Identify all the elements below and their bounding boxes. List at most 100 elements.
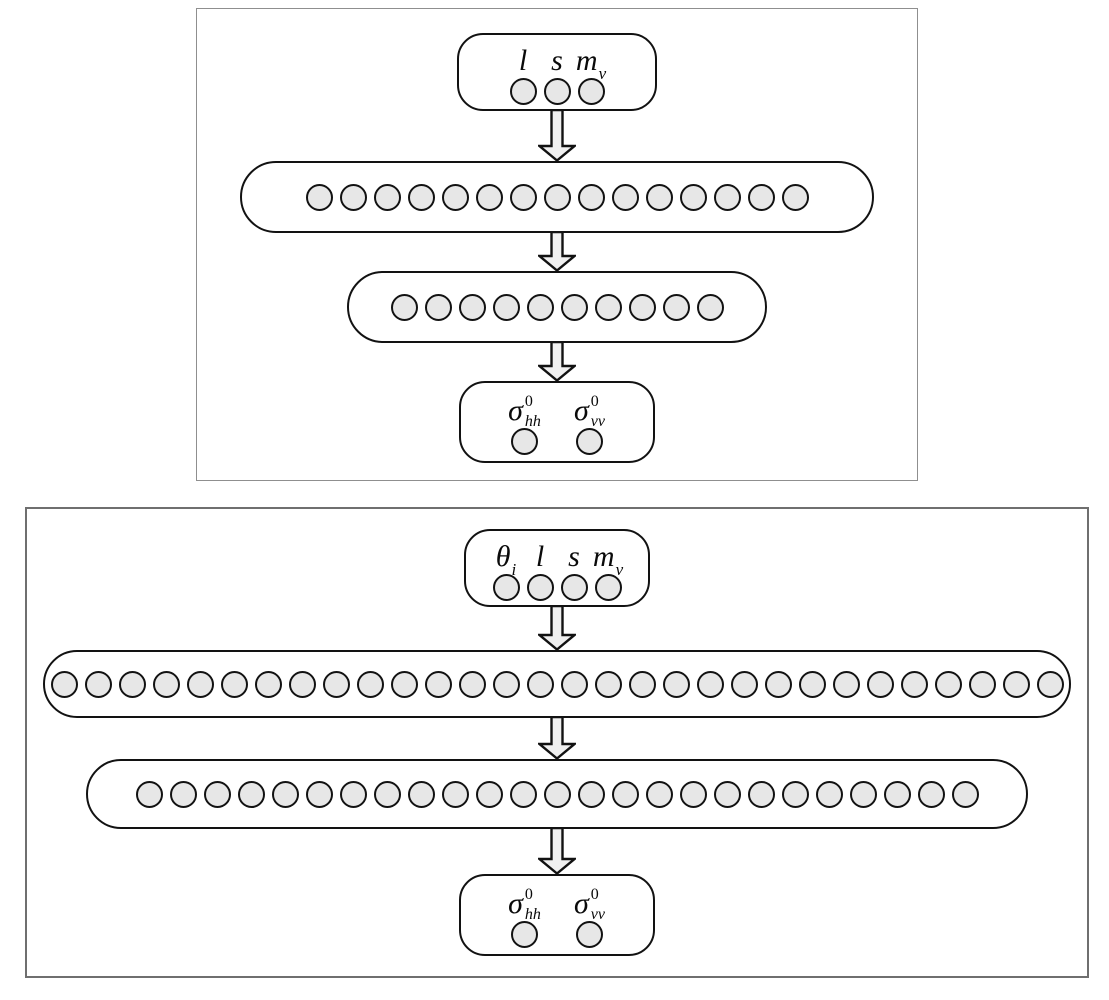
node-circle	[611, 780, 639, 808]
node-row	[135, 780, 979, 808]
node-circle	[390, 293, 418, 321]
node-circle	[645, 780, 673, 808]
node-circle	[628, 670, 656, 698]
hidden-layer-1-box	[240, 161, 874, 233]
node-circle	[747, 780, 775, 808]
node-circle	[576, 920, 603, 948]
node-circle	[475, 780, 503, 808]
node-circle	[458, 670, 486, 698]
node-circle	[50, 670, 78, 698]
flow-arrow-down-icon	[538, 232, 576, 272]
node-circle	[594, 293, 622, 321]
flow-arrow-down-icon	[538, 342, 576, 382]
node-label-text: s	[568, 540, 580, 573]
node-circle	[492, 293, 520, 321]
node-circle	[509, 780, 537, 808]
node-circle	[815, 780, 843, 808]
node-circle	[781, 183, 809, 211]
node-row	[509, 77, 605, 105]
node-circle	[203, 780, 231, 808]
flow-arrow-down-icon	[538, 606, 576, 651]
hidden-layer-2-box	[347, 271, 767, 343]
node-circle	[237, 780, 265, 808]
node-circle	[934, 670, 962, 698]
node-circle	[645, 183, 673, 211]
node-circle	[407, 183, 435, 211]
node-label: s	[561, 540, 588, 573]
node-circle	[511, 920, 538, 948]
node-row	[50, 670, 1064, 698]
node-circle	[543, 780, 571, 808]
node-circle	[832, 670, 860, 698]
flow-arrow-down-icon	[538, 717, 576, 760]
node-row	[390, 293, 724, 321]
node-circle	[577, 780, 605, 808]
node-circle	[560, 573, 588, 601]
node-circle	[84, 670, 112, 698]
node-circle	[339, 183, 367, 211]
node-label-text: s	[551, 44, 563, 77]
node-circle	[951, 780, 979, 808]
node-circle	[1036, 670, 1064, 698]
node-circle	[628, 293, 656, 321]
node-circle	[424, 293, 452, 321]
node-circle	[696, 293, 724, 321]
node-circle	[662, 670, 690, 698]
node-circle	[560, 293, 588, 321]
node-circle	[968, 670, 996, 698]
node-circle	[577, 183, 605, 211]
node-circle	[679, 183, 707, 211]
flow-arrow-down-icon	[538, 110, 576, 162]
hidden-layer-1-box	[43, 650, 1071, 718]
node-row	[492, 573, 622, 601]
node-circle	[526, 573, 554, 601]
node-circle	[509, 183, 537, 211]
node-circle	[662, 293, 690, 321]
node-label: s	[544, 44, 571, 77]
node-circle	[747, 183, 775, 211]
node-circle	[424, 670, 452, 698]
node-circle	[543, 77, 571, 105]
node-circle	[458, 293, 486, 321]
node-row	[511, 427, 603, 455]
node-circle	[764, 670, 792, 698]
node-circle	[594, 573, 622, 601]
node-circle	[339, 780, 367, 808]
node-circle	[526, 670, 554, 698]
node-circle	[492, 670, 520, 698]
node-circle	[781, 780, 809, 808]
node-circle	[713, 780, 741, 808]
node-circle	[441, 183, 469, 211]
node-circle	[492, 573, 520, 601]
node-circle	[407, 780, 435, 808]
node-circle	[390, 670, 418, 698]
node-circle	[509, 77, 537, 105]
node-circle	[900, 670, 928, 698]
node-circle	[576, 427, 603, 455]
node-circle	[305, 183, 333, 211]
node-circle	[441, 780, 469, 808]
node-circle	[305, 780, 333, 808]
node-circle	[798, 670, 826, 698]
node-circle	[271, 780, 299, 808]
node-circle	[152, 670, 180, 698]
